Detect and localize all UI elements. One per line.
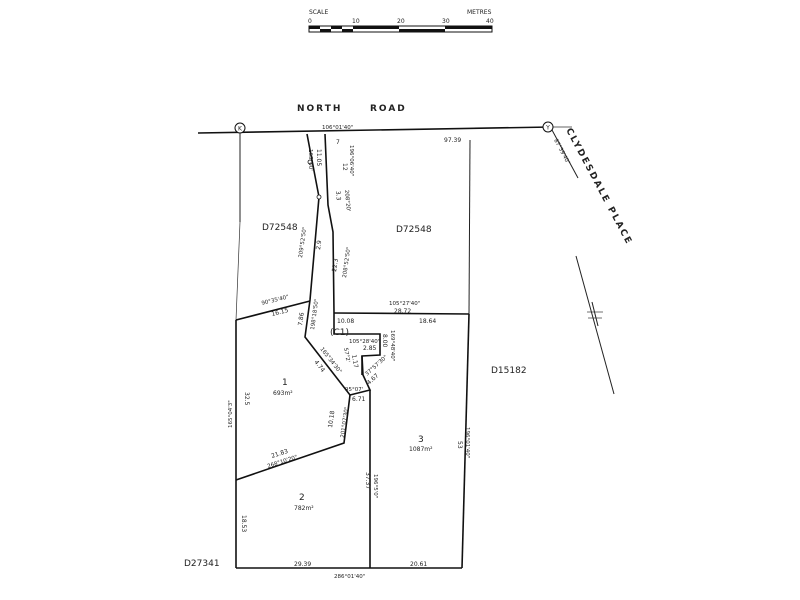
north-road-boundary <box>197 126 553 134</box>
dim-671: 6.71 <box>352 396 366 403</box>
scale-seg <box>309 26 320 29</box>
lot-3-top <box>333 312 470 315</box>
dim-b2860: 286°01'40" <box>334 574 365 580</box>
dim-1615: 16.15 <box>271 307 290 318</box>
dim-53: 53 <box>456 441 463 449</box>
dim-b95: 95°07' <box>345 387 363 393</box>
dim-b1690: 169°48'40" <box>389 330 395 361</box>
dim-223: 22.3 <box>331 258 340 272</box>
dim-1008: 10.08 <box>337 318 354 325</box>
west-boundary-mid <box>235 221 241 321</box>
clydesdale-bearing: 87°39'40" <box>552 138 570 165</box>
dim-b2095: 209°52'50" <box>298 226 308 258</box>
lot-1-lot-2-divider <box>235 394 351 481</box>
lot-3-number: 3 <box>418 435 424 445</box>
dim-3737: 37.37 <box>364 472 371 489</box>
scale-seg <box>445 26 492 29</box>
scale-tick-10: 10 <box>352 18 360 25</box>
scale-tick-30: 30 <box>442 18 450 25</box>
scale-seg <box>320 29 331 32</box>
dim-12: 12 <box>341 163 348 171</box>
dim-800: 8.00 <box>381 334 388 348</box>
dim-2939: 29.39 <box>294 561 311 568</box>
dim-285: 2.85 <box>363 345 377 352</box>
dim-top-7: 7 <box>336 139 340 146</box>
common-property-label: (C1) <box>330 328 349 338</box>
dim-b105a: 105°27'40" <box>389 301 420 307</box>
clydesdale-boundary <box>551 129 579 179</box>
dim-1864: 18.64 <box>419 318 436 325</box>
dim-29: 2.9 <box>315 240 323 251</box>
dim-33: 3.3 <box>334 191 342 201</box>
lot-1-number: 1 <box>282 378 288 388</box>
scale-label: SCALE <box>309 9 328 16</box>
station-k-label: K <box>238 126 243 133</box>
dim-1105: 11.05 <box>315 149 322 166</box>
dim-b1986: 198°18'50" <box>310 298 320 330</box>
dim-b57: 57°2' <box>342 347 350 363</box>
scale-seg <box>353 26 399 29</box>
east-boundary-upper <box>468 139 471 315</box>
scale-seg <box>331 26 342 29</box>
dim-b1650b: 165°04'3" <box>228 400 234 428</box>
peg-marker <box>316 194 322 200</box>
dim-786: 7.86 <box>297 312 306 326</box>
parcel-ref-east: D15182 <box>491 366 527 376</box>
dim-b2010: 201°07'30" <box>340 406 350 438</box>
dim-325: 32.5 <box>243 392 250 406</box>
dim-b1960: 196°06'40" <box>348 145 354 176</box>
dim-b1965: 196°5'0" <box>372 474 378 498</box>
lot-2-area: 782m² <box>294 505 314 512</box>
dim-b105b: 105°28'40" <box>349 339 380 345</box>
lot-3-area: 1087m² <box>409 446 433 453</box>
dim-b208: 208°20' <box>343 190 351 212</box>
scale-seg <box>399 29 445 32</box>
dim-b90: 90°35'40" <box>261 294 289 307</box>
station-y-label: Y <box>545 125 550 132</box>
scale-seg <box>342 29 353 32</box>
north-road-label-1: NORTH <box>297 104 342 114</box>
scale-tick-40: 40 <box>486 18 494 25</box>
dim-1853: 18.53 <box>240 515 247 532</box>
scale-unit: METRES <box>467 9 492 16</box>
parcel-ref-left: D72548 <box>262 223 298 233</box>
station-k: K <box>234 122 246 134</box>
lot-2-number: 2 <box>299 493 305 503</box>
north-arrow <box>575 255 615 395</box>
scale-bar: SCALE METRES 0 10 20 30 40 <box>308 9 494 33</box>
access-handle <box>304 133 381 396</box>
dim-2061: 20.61 <box>410 561 427 568</box>
parcel-ref-south: D27341 <box>184 559 220 569</box>
north-road-label-2: ROAD <box>370 104 407 114</box>
peg-marker <box>307 159 313 165</box>
scale-tick-20: 20 <box>397 18 405 25</box>
scale-tick-0: 0 <box>308 18 312 25</box>
station-y: Y <box>542 121 554 133</box>
dim-2872: 28.72 <box>394 308 411 315</box>
clydesdale-label: CLYDESDALE PLACE <box>563 127 633 247</box>
parcel-ref-mid: D72548 <box>396 225 432 235</box>
dim-top-bearing: 106°01'40" <box>322 125 353 131</box>
east-boundary-lower <box>461 313 470 569</box>
dim-top-9739: 97.39 <box>444 137 461 144</box>
dim-117: 1.17 <box>350 354 359 369</box>
dim-b2085: 208°52'50" <box>342 246 352 278</box>
lot-1-top <box>235 300 311 321</box>
lot-1-area: 693m² <box>273 390 293 397</box>
dim-b1650: 165°00' <box>307 149 313 171</box>
dim-1018: 10.18 <box>327 410 336 428</box>
dim-b1960b: 196°01'40" <box>464 427 470 458</box>
